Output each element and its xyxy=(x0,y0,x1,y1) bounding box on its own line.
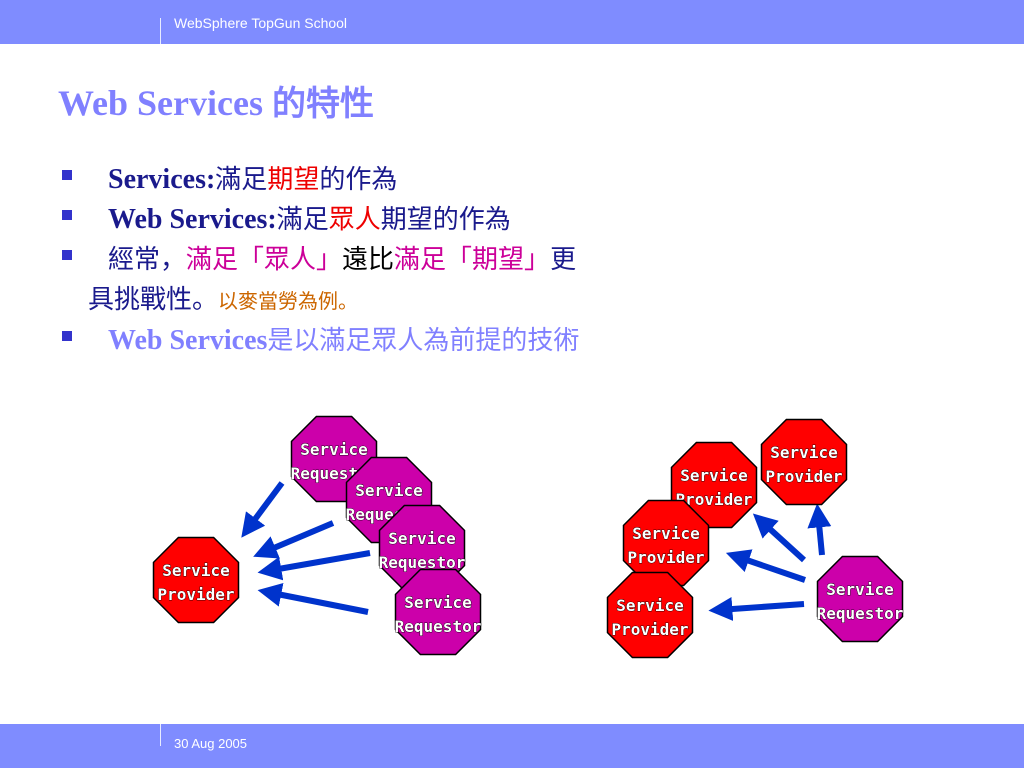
bullet-3-text-c: 遠比 xyxy=(342,245,395,275)
arrow-requestor-2-to-provider xyxy=(253,520,335,559)
bullet-4-label: Web Services xyxy=(108,325,268,356)
arrow-requestor-3-to-provider xyxy=(257,550,371,581)
header-bar: WebSphere TopGun School xyxy=(0,0,1024,44)
left-requestor-4-shape xyxy=(394,568,482,656)
bullet-1-text-b: 期望 xyxy=(267,165,320,195)
bullet-3-text-f: 具挑戰性 xyxy=(88,285,193,315)
left-requestor-4-label-line1: Service xyxy=(404,593,471,612)
bullet-2-label: Web Services: xyxy=(108,204,277,235)
right-provider-1-shape xyxy=(760,418,848,506)
bullet-2-text-b: 眾人 xyxy=(328,205,381,235)
bullet-list: Services: 滿足期望的作為 Web Services: 滿足眾人期望的作… xyxy=(62,160,579,361)
left-provider-shape xyxy=(152,536,240,624)
left-requestor-2-label-line1: Service xyxy=(355,481,422,500)
bullet-marker xyxy=(62,210,72,220)
right-provider-3-label-line2: Provider xyxy=(627,548,704,567)
arrow-requestor-to-provider-2 xyxy=(807,503,832,556)
right-provider-2-shape xyxy=(670,441,758,529)
left-requestor-1-label-line1: Service xyxy=(300,440,367,459)
slide-title: Web Services 的特性 xyxy=(58,76,374,125)
bullet-3-text-b: 滿足「眾人」 xyxy=(186,245,343,275)
header-divider xyxy=(160,18,161,44)
arrow-requestor-4-to-provider xyxy=(257,583,369,615)
left-requestor-3-label-line2: Requestor xyxy=(379,553,466,572)
right-provider-1-label-line1: Service xyxy=(770,443,837,462)
left-requestor-4-label-line2: Requestor xyxy=(395,617,482,636)
footer-bar: 30 Aug 2005 xyxy=(0,724,1024,768)
bullet-3-text-g: 。 xyxy=(192,285,219,315)
footer-date: 30 Aug 2005 xyxy=(174,736,248,751)
right-provider-2-label-line1: Service xyxy=(680,466,747,485)
right-provider-4-shape xyxy=(606,571,694,659)
bullet-1-text-a: 滿足 xyxy=(215,165,268,195)
arrow-requestor-to-provider-3 xyxy=(725,549,806,583)
right-requestor-shape xyxy=(816,555,904,643)
right-provider-1-label-line2: Provider xyxy=(765,467,842,486)
right-provider-4-label-line2: Provider xyxy=(611,620,688,639)
header-title: WebSphere TopGun School xyxy=(174,15,348,31)
bullet-1: Services: 滿足期望的作為 xyxy=(62,160,579,200)
left-provider-label-line2: Provider xyxy=(157,585,234,604)
slide-title-en: Web Services xyxy=(58,83,272,123)
right-provider-3-label-line1: Service xyxy=(632,524,699,543)
bullet-3-text-a: 經常， xyxy=(108,245,187,275)
right-provider-4-label-line1: Service xyxy=(616,596,683,615)
bullet-marker xyxy=(62,170,72,180)
bullet-2-text-a: 滿足 xyxy=(276,205,329,235)
bullet-4: Web Services 是以滿足眾人為前提的技術 xyxy=(62,321,579,361)
bullet-3-text-e: 更 xyxy=(550,245,577,275)
bullet-3-text-d: 滿足「期望」 xyxy=(394,245,551,275)
right-requestor-label-line2: Requestor xyxy=(817,604,904,623)
left-provider-label-line1: Service xyxy=(162,561,229,580)
right-requestor-label-line1: Service xyxy=(826,580,893,599)
bullet-marker xyxy=(62,331,72,341)
bullet-3: 經常，滿足「眾人」遠比滿足「期望」更 xyxy=(62,240,579,280)
bullet-1-label: Services: xyxy=(108,164,216,195)
slide-title-zh: 的特性 xyxy=(271,84,374,124)
bullet-2-text-c: 期望的作為 xyxy=(380,205,511,235)
right-provider-2-label-line2: Provider xyxy=(675,490,752,509)
bullet-1-text-c: 的作為 xyxy=(319,165,398,195)
arrow-requestor-to-provider-4 xyxy=(708,597,805,621)
bullet-marker xyxy=(62,250,72,260)
bullet-3-continued: 具挑戰性。以麥當勞為例。 xyxy=(62,280,579,321)
bullet-4-text: 是以滿足眾人為前提的技術 xyxy=(267,326,580,356)
bullet-3-example: 以麥當勞為例。 xyxy=(218,289,359,313)
arrow-requestor-1-to-provider xyxy=(241,481,285,538)
arrow-requestor-to-provider-1 xyxy=(752,513,807,563)
bullet-2: Web Services: 滿足眾人期望的作為 xyxy=(62,200,579,240)
left-requestor-3-label-line1: Service xyxy=(388,529,455,548)
footer-divider xyxy=(160,724,161,746)
